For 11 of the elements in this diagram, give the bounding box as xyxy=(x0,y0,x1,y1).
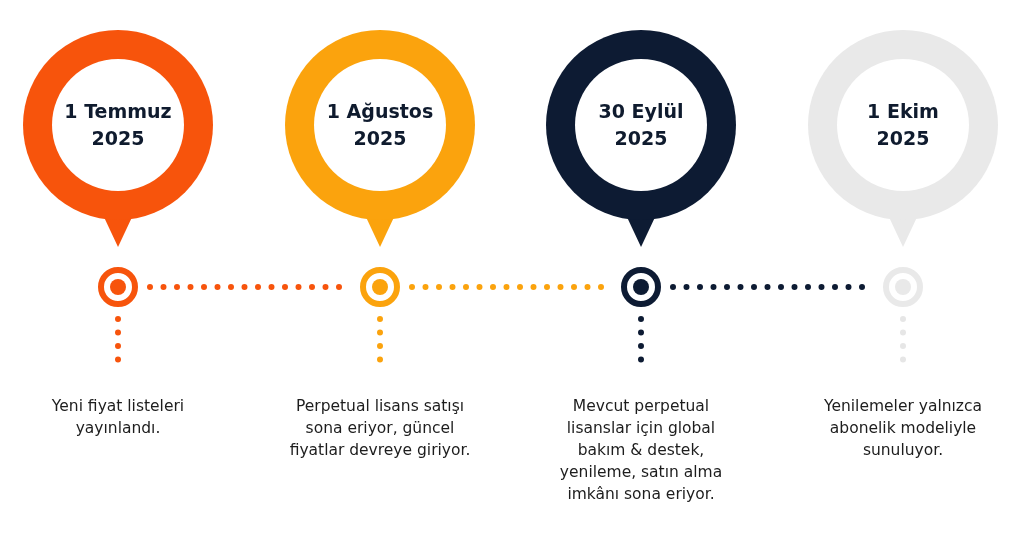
date-label: 30 Eylül 2025 xyxy=(597,99,685,151)
timeline-circle-marker xyxy=(360,267,400,307)
description-text: Yenilemeler yalnızca abonelik modeliyle sunuluyor. xyxy=(823,396,983,461)
description-text: Yeni fiyat listeleri yayınlandı. xyxy=(50,396,186,439)
timeline-circle-marker xyxy=(98,267,138,307)
description-text: Mevcut perpetual lisanslar için global bakım & destek, yenileme, satın alma imkânı sona eriyor. xyxy=(558,396,724,505)
date-label: 1 Temmuz 2025 xyxy=(63,99,173,151)
date-label: 1 Ekim 2025 xyxy=(866,99,940,151)
date-label: 1 Ağustos 2025 xyxy=(325,99,435,151)
description-text: Perpetual lisans satışı sona eriyor, güncel fiyatlar devreye giriyor. xyxy=(288,396,472,461)
timeline-circle-marker xyxy=(621,267,661,307)
